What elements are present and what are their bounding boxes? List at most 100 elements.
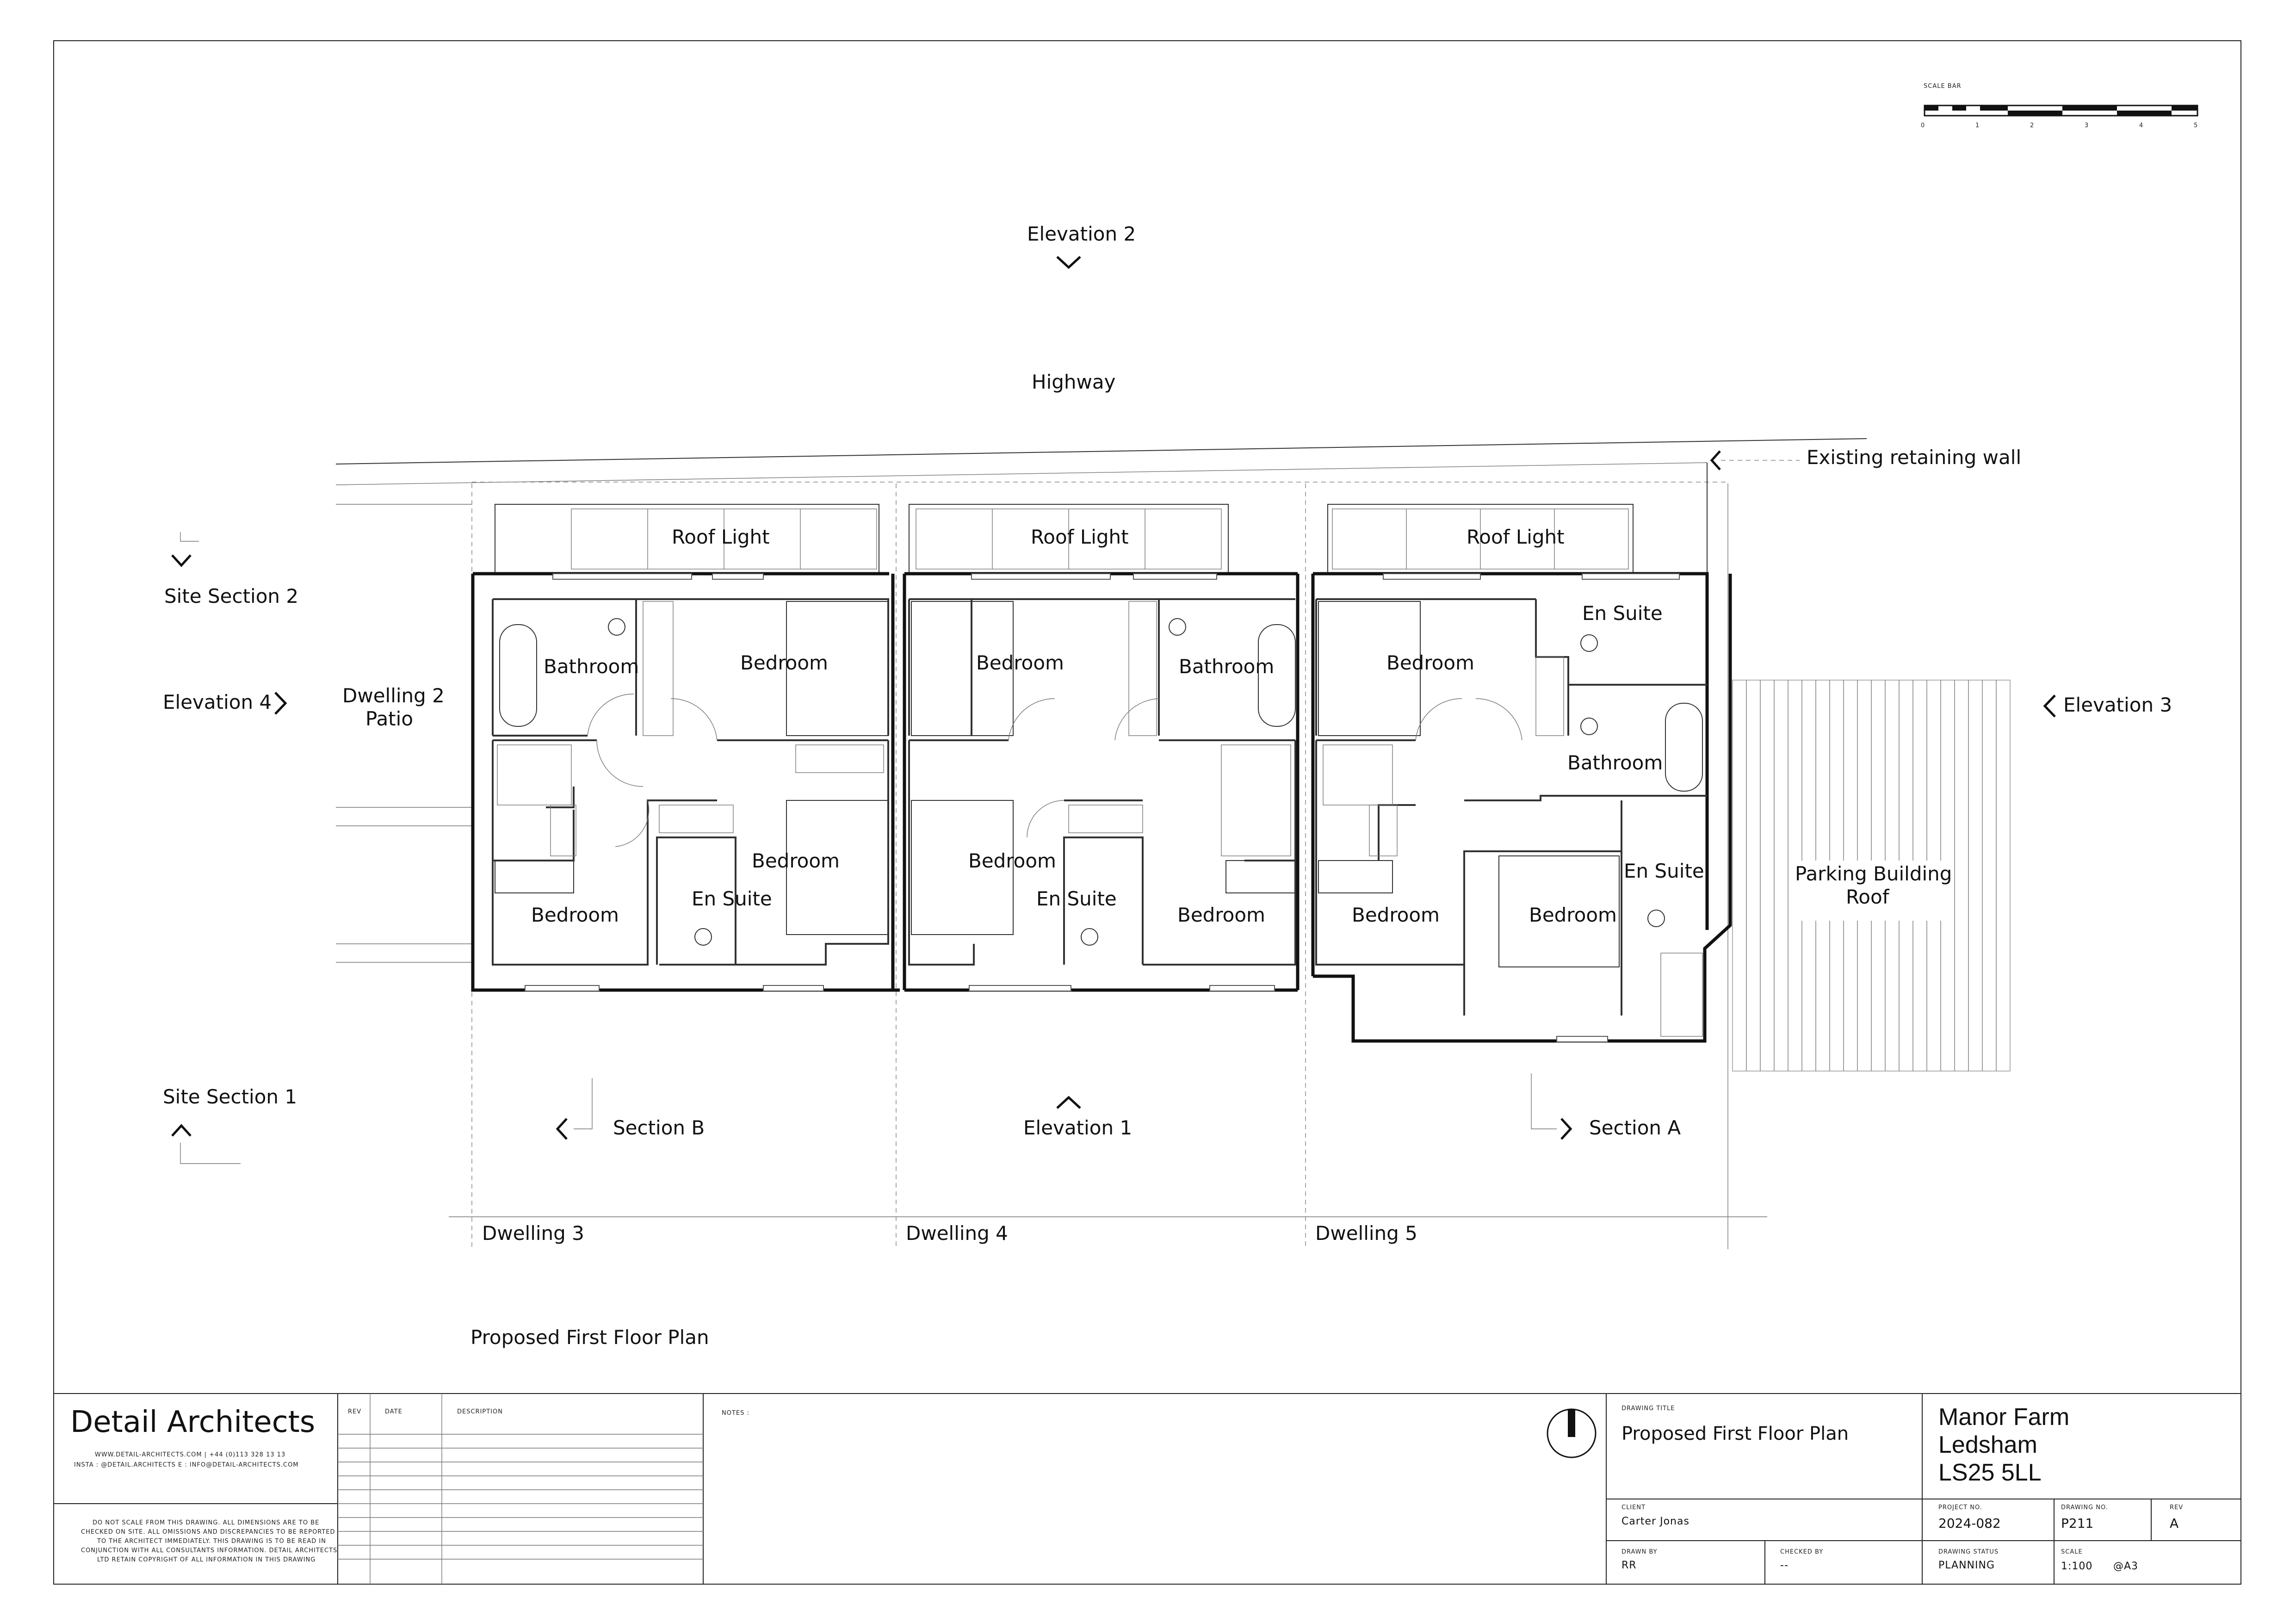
drawing-status-value: PLANNING — [1938, 1560, 1995, 1571]
scale-bar-title: SCALE BAR — [1924, 83, 1962, 90]
section-b-marker-icon — [556, 1118, 568, 1140]
furniture — [495, 601, 1703, 1037]
d3-en-suite-label: En Suite — [692, 887, 772, 910]
d4-en-suite-label: En Suite — [1036, 887, 1117, 910]
bed-icon — [786, 800, 889, 935]
drawn-by-value: RR — [1621, 1560, 1637, 1571]
d5-en-suite-a-label: En Suite — [1582, 602, 1663, 625]
highway-label: Highway — [1032, 371, 1115, 393]
bath-icon — [1665, 703, 1703, 792]
drawn-by-label: DRAWN BY — [1621, 1549, 1658, 1555]
bed-icon — [911, 601, 1014, 736]
d5-bedroom-c-label: Bedroom — [1352, 904, 1440, 926]
drawing-status-label: DRAWING STATUS — [1938, 1549, 1999, 1555]
north-arrow-icon — [1547, 1408, 1597, 1458]
rev-header: REV — [348, 1408, 361, 1415]
scale-label: SCALE — [2061, 1549, 2083, 1555]
elevation-4-label: Elevation 4 — [163, 691, 272, 713]
bed-icon — [1318, 601, 1421, 736]
dwelling-3-label: Dwelling 3 — [482, 1222, 584, 1245]
parking-roof-hatch — [1732, 680, 2011, 1072]
toilet-icon — [1169, 618, 1186, 636]
dwelling-2-patio-line1: Dwelling 2 — [342, 684, 445, 707]
retaining-wall-label: Existing retaining wall — [1807, 446, 2021, 469]
d3-bedroom-a-label: Bedroom — [740, 651, 828, 674]
site-section-1-label: Site Section 1 — [163, 1085, 297, 1108]
disclaimer-line-2: CHECKED ON SITE. ALL OMISSIONS AND DISCR… — [81, 1529, 335, 1536]
d5-roof-light-label: Roof Light — [1467, 526, 1565, 548]
dwelling-2-patio-line2: Patio — [365, 707, 413, 730]
elevation-1-label: Elevation 1 — [1023, 1116, 1132, 1139]
d5-en-suite-b-label: En Suite — [1624, 860, 1704, 882]
title-block: Detail Architects WWW.DETAIL-ARCHITECTS.… — [54, 1393, 2241, 1584]
bed-icon — [786, 601, 889, 736]
toilet-icon — [1647, 910, 1665, 927]
retaining-wall-arrow-icon — [1710, 450, 1721, 471]
dwelling-4-label: Dwelling 4 — [906, 1222, 1008, 1245]
site-section-1-marker-icon — [171, 1124, 192, 1137]
toilet-icon — [1580, 634, 1598, 652]
parking-roof-line1: Parking Building — [1795, 862, 1952, 885]
scale-tick-0: 0 — [1921, 122, 1925, 129]
d4-bedroom-c-label: Bedroom — [1177, 904, 1265, 926]
site-lines — [335, 438, 1867, 1249]
d3-bedroom-c-label: Bedroom — [531, 904, 619, 926]
d3-bathroom-label: Bathroom — [544, 655, 639, 678]
scale-tick-3: 3 — [2085, 122, 2089, 129]
notes-label: NOTES : — [722, 1410, 749, 1417]
toilet-icon — [608, 618, 625, 636]
elevation-2-label: Elevation 2 — [1027, 223, 1136, 245]
drawing-no-label: DRAWING NO. — [2061, 1504, 2108, 1511]
d4-bathroom-label: Bathroom — [1179, 655, 1274, 678]
dwelling-5-label: Dwelling 5 — [1315, 1222, 1417, 1245]
elevation-2-marker-icon — [1056, 256, 1081, 269]
d5-bedroom-b-label: Bedroom — [1529, 904, 1617, 926]
toilet-icon — [1580, 718, 1598, 735]
bed-icon — [1225, 860, 1296, 893]
d3-roof-light-label: Roof Light — [672, 526, 770, 548]
d4-bedroom-b-label: Bedroom — [968, 849, 1056, 872]
company-name: Detail Architects — [70, 1405, 315, 1439]
bath-icon — [499, 624, 537, 727]
description-header: DESCRIPTION — [457, 1408, 503, 1415]
bed-icon — [1318, 860, 1393, 893]
site-section-2-label: Site Section 2 — [164, 585, 298, 607]
client-value: Carter Jonas — [1621, 1516, 1690, 1527]
disclaimer-line-4: CONJUNCTION WITH ALL CONSULTANTS INFORMA… — [81, 1547, 337, 1554]
date-header: DATE — [385, 1408, 402, 1415]
toilet-icon — [694, 928, 712, 946]
scale-tick-5: 5 — [2194, 122, 2198, 129]
checked-by-label: CHECKED BY — [1780, 1549, 1823, 1555]
elevation-4-marker-icon — [274, 692, 287, 715]
address-line2: Ledsham — [1938, 1431, 2037, 1458]
rev-value: A — [2170, 1516, 2178, 1531]
drawing-no-value: P211 — [2061, 1516, 2093, 1531]
disclaimer-line-1: DO NOT SCALE FROM THIS DRAWING. ALL DIME… — [93, 1519, 319, 1526]
drawing-title-label: DRAWING TITLE — [1621, 1405, 1675, 1412]
disclaimer-line-5: LTD RETAIN COPYRIGHT OF ALL INFORMATION … — [97, 1556, 316, 1563]
scale-tick-4: 4 — [2139, 122, 2143, 129]
rev-label: REV — [2170, 1504, 2183, 1511]
bed-icon — [911, 800, 1014, 935]
disclaimer-line-3: TO THE ARCHITECT IMMEDIATELY. THIS DRAWI… — [97, 1538, 326, 1545]
project-no-label: PROJECT NO. — [1938, 1504, 1982, 1511]
drawing-title: Proposed First Floor Plan — [1621, 1423, 1849, 1444]
d4-roof-light-label: Roof Light — [1031, 526, 1129, 548]
checked-by-value: -- — [1780, 1560, 1789, 1571]
section-a-marker-icon — [1560, 1118, 1572, 1140]
elevation-3-label: Elevation 3 — [2063, 694, 2172, 716]
section-b-label: Section B — [613, 1116, 705, 1139]
scale-bar: SCALE BAR 0 1 2 3 4 5 — [1921, 83, 2198, 129]
d3-bedroom-b-label: Bedroom — [752, 849, 840, 872]
bed-icon — [495, 860, 574, 893]
project-no-value: 2024-082 — [1938, 1516, 2001, 1531]
site-section-2-marker-icon — [171, 554, 192, 567]
d4-bedroom-a-label: Bedroom — [976, 651, 1064, 674]
disclaimer: DO NOT SCALE FROM THIS DRAWING. ALL DIME… — [81, 1519, 337, 1563]
toilet-icon — [1081, 928, 1098, 946]
elevation-3-marker-icon — [2043, 694, 2056, 718]
parking-roof-line2: Roof — [1846, 886, 1890, 908]
company-contact-line1: WWW.DETAIL-ARCHITECTS.COM | +44 (0)113 3… — [95, 1451, 285, 1458]
d5-bedroom-a-label: Bedroom — [1386, 651, 1474, 674]
